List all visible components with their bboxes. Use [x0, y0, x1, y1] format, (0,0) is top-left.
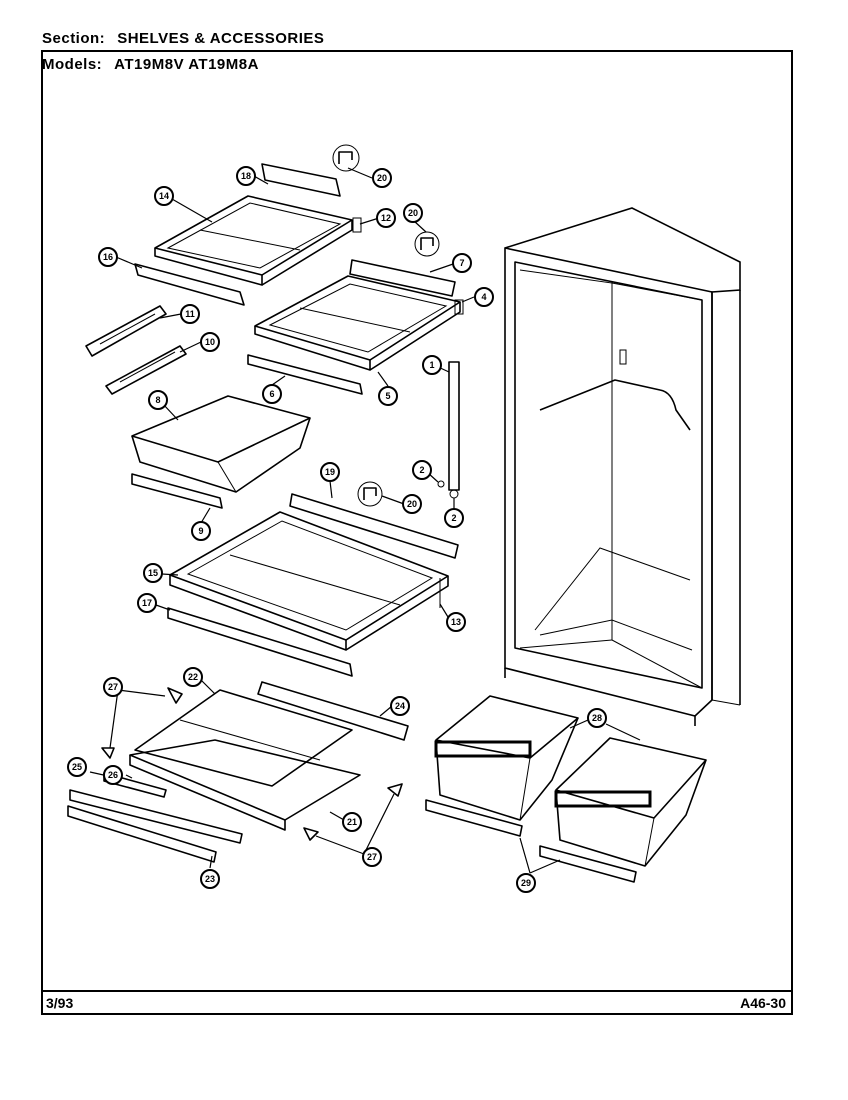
svg-text:21: 21 [347, 817, 357, 827]
callout-20: 20 [403, 203, 423, 223]
svg-text:17: 17 [142, 598, 152, 608]
callout-12: 12 [376, 208, 396, 228]
section-heading: Section: SHELVES & ACCESSORIES [42, 30, 324, 47]
callout-4: 4 [474, 287, 494, 307]
svg-text:12: 12 [381, 213, 391, 223]
callout-5: 5 [378, 386, 398, 406]
diagram-frame [41, 50, 793, 1015]
models-label: Models: [42, 56, 103, 73]
callout-14: 14 [154, 186, 174, 206]
bracket-clip-icon [414, 231, 440, 257]
callout-15: 15 [143, 563, 163, 583]
callout-22: 22 [183, 667, 203, 687]
svg-text:13: 13 [451, 617, 461, 627]
callout-20: 20 [372, 168, 392, 188]
svg-text:23: 23 [205, 874, 215, 884]
callout-21: 21 [342, 812, 362, 832]
svg-text:7: 7 [459, 258, 464, 268]
svg-text:25: 25 [72, 762, 82, 772]
svg-text:10: 10 [205, 337, 215, 347]
callout-6: 6 [262, 384, 282, 404]
svg-text:18: 18 [241, 171, 251, 181]
models-heading: Models: AT19M8V AT19M8A [42, 56, 259, 73]
bracket-clip-icon [357, 481, 383, 507]
svg-text:16: 16 [103, 252, 113, 262]
callout-27: 27 [362, 847, 382, 867]
crisper-cover-assembly [67, 681, 409, 863]
svg-text:14: 14 [159, 191, 169, 201]
svg-text:15: 15 [148, 568, 158, 578]
svg-text:29: 29 [521, 878, 531, 888]
callout-10: 10 [200, 332, 220, 352]
middle-glass-shelf [247, 259, 464, 395]
callout-25: 25 [67, 757, 87, 777]
callout-7: 7 [452, 253, 472, 273]
svg-text:4: 4 [481, 292, 486, 302]
svg-text:20: 20 [377, 173, 387, 183]
svg-text:6: 6 [269, 389, 274, 399]
callout-19: 19 [320, 462, 340, 482]
callout-28: 28 [587, 708, 607, 728]
top-glass-shelf [134, 163, 362, 306]
svg-text:27: 27 [367, 852, 377, 862]
svg-text:20: 20 [408, 208, 418, 218]
callout-13: 13 [446, 612, 466, 632]
svg-text:2: 2 [419, 465, 424, 475]
crisper-drawers [425, 695, 707, 883]
svg-text:2: 2 [451, 513, 456, 523]
bottom-glass-shelf [167, 493, 459, 677]
callout-18: 18 [236, 166, 256, 186]
svg-text:28: 28 [592, 713, 602, 723]
footer-page-code: A46-30 [740, 995, 786, 1011]
leader-lines [89, 167, 641, 874]
bracket-clip-icon [332, 144, 360, 172]
svg-text:1: 1 [429, 360, 434, 370]
svg-text:26: 26 [108, 770, 118, 780]
callout-24: 24 [390, 696, 410, 716]
svg-text:9: 9 [198, 526, 203, 536]
section-value: SHELVES & ACCESSORIES [117, 30, 325, 47]
models-value: AT19M8V AT19M8A [114, 56, 259, 73]
svg-text:8: 8 [155, 395, 160, 405]
section-label: Section: [42, 30, 106, 47]
shelf-rail [437, 361, 460, 499]
callout-23: 23 [200, 869, 220, 889]
svg-text:22: 22 [188, 672, 198, 682]
callout-8: 8 [148, 390, 168, 410]
svg-text:27: 27 [108, 682, 118, 692]
callout-20: 20 [402, 494, 422, 514]
svg-text:19: 19 [325, 467, 335, 477]
footer-date: 3/93 [46, 995, 74, 1011]
svg-text:24: 24 [395, 701, 405, 711]
callout-26: 26 [103, 765, 123, 785]
shelf-brackets [85, 305, 187, 395]
footer-divider [41, 990, 793, 992]
callout-1: 1 [422, 355, 442, 375]
svg-text:20: 20 [407, 499, 417, 509]
meat-pan [131, 395, 311, 509]
callout-27: 27 [103, 677, 123, 697]
refrigerator-cabinet [504, 207, 741, 726]
svg-text:11: 11 [185, 309, 195, 319]
callout-17: 17 [137, 593, 157, 613]
callout-16: 16 [98, 247, 118, 267]
callout-11: 11 [180, 304, 200, 324]
callout-9: 9 [191, 521, 211, 541]
svg-text:5: 5 [385, 391, 390, 401]
callout-29: 29 [516, 873, 536, 893]
callout-2: 2 [412, 460, 432, 480]
callout-2: 2 [444, 508, 464, 528]
